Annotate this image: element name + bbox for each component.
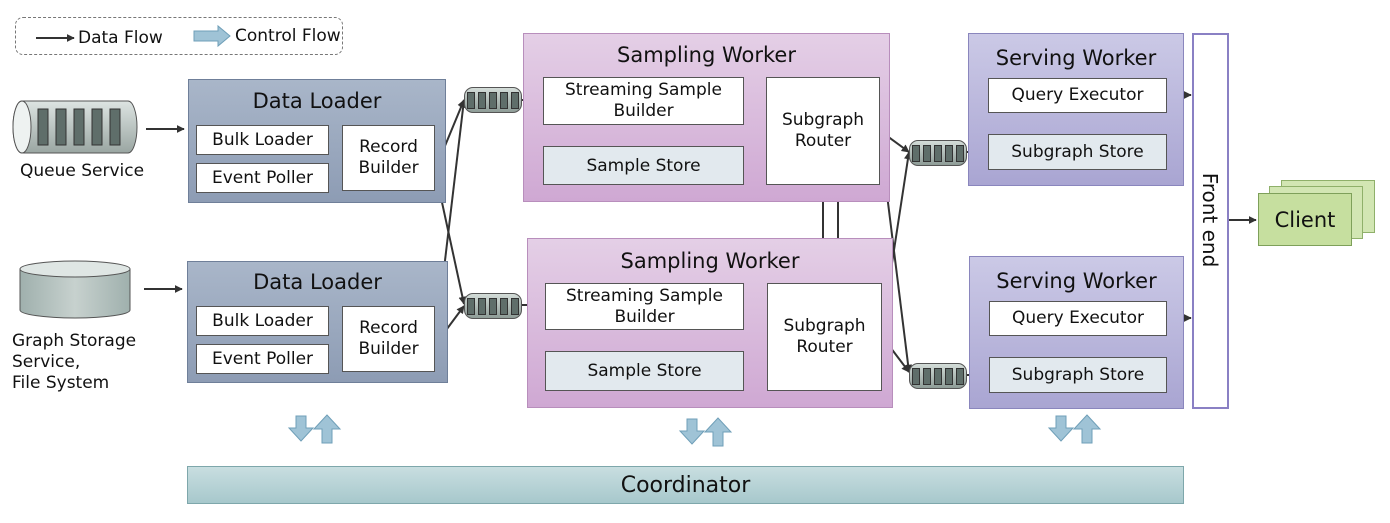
subgraph-store-2: Subgraph Store xyxy=(989,357,1167,393)
legend xyxy=(15,17,343,55)
record-builder-2: Record Builder xyxy=(342,306,435,372)
front-end-label: Front end xyxy=(1198,172,1222,268)
query-executor-2: Query Executor xyxy=(989,301,1167,336)
record-builder-1: Record Builder xyxy=(342,125,435,191)
graph-storage-icon xyxy=(19,260,131,319)
serving-worker-title-2: Serving Worker xyxy=(996,269,1157,293)
sampling-worker-title-2: Sampling Worker xyxy=(620,249,800,273)
subgraph-store-1: Subgraph Store xyxy=(988,134,1167,170)
subgraph-router-1: Subgraph Router xyxy=(766,77,880,185)
sample-store-1: Sample Store xyxy=(543,146,744,185)
legend-control-flow-label: Control Flow xyxy=(235,26,341,46)
control-flow-arrows-serving xyxy=(1047,414,1102,444)
bulk-loader-1: Bulk Loader xyxy=(196,125,329,155)
serving-worker-title-1: Serving Worker xyxy=(995,46,1157,70)
control-flow-arrows-loader xyxy=(287,414,342,444)
graph-storage-label-2: Service, xyxy=(12,352,81,372)
bulk-loader-2: Bulk Loader xyxy=(196,306,329,336)
sample-store-2: Sample Store xyxy=(545,351,744,391)
message-queue-icon xyxy=(909,140,967,166)
legend-data-flow-label: Data Flow xyxy=(78,28,163,48)
streaming-sample-builder-2: Streaming Sample Builder xyxy=(545,283,744,330)
data-loader-title-2: Data Loader xyxy=(253,270,382,294)
event-poller-2: Event Poller xyxy=(196,344,329,374)
coordinator: Coordinator xyxy=(187,466,1184,504)
queue-service-label: Queue Service xyxy=(20,161,145,181)
graph-storage-label-1: Graph Storage xyxy=(12,331,137,351)
query-executor-1: Query Executor xyxy=(988,78,1167,113)
sampling-worker-title-1: Sampling Worker xyxy=(617,43,796,67)
data-loader-title-1: Data Loader xyxy=(252,89,382,113)
legend-control-flow-arrow xyxy=(193,24,231,48)
event-poller-1: Event Poller xyxy=(196,163,329,193)
message-queue-icon xyxy=(909,363,967,389)
graph-storage-label-3: File System xyxy=(12,373,110,393)
queue-service-icon xyxy=(12,100,138,154)
front-end xyxy=(1192,33,1229,409)
control-flow-arrows-sampling xyxy=(678,417,733,447)
subgraph-router-2: Subgraph Router xyxy=(767,283,882,391)
message-queue-icon xyxy=(464,87,522,113)
streaming-sample-builder-1: Streaming Sample Builder xyxy=(543,77,744,125)
message-queue-icon xyxy=(464,293,522,319)
client: Client xyxy=(1258,193,1352,246)
